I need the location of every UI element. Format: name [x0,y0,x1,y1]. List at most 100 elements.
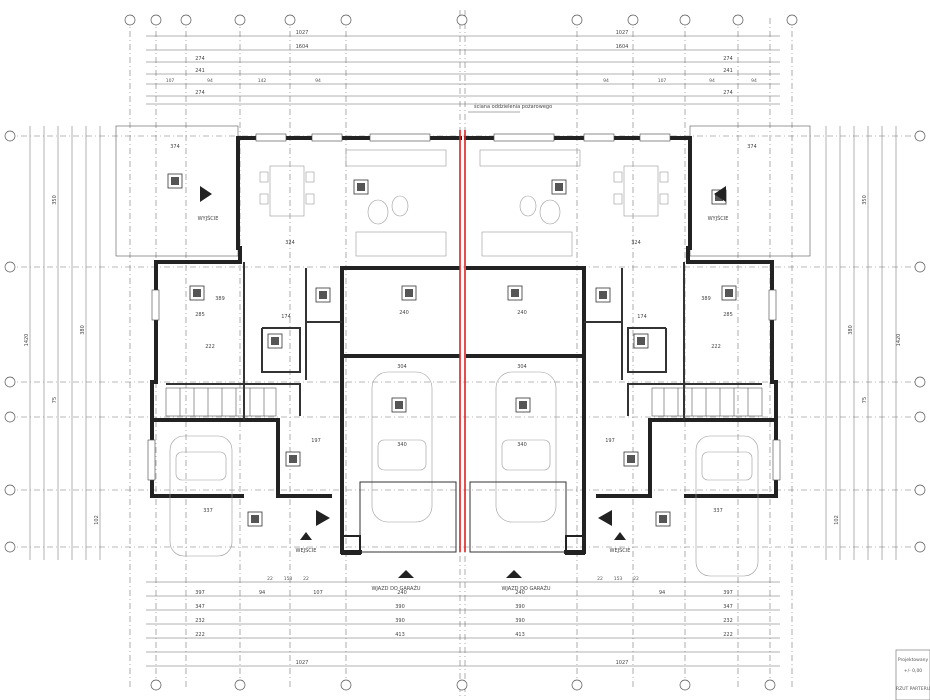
top-dim-3-left: 274 [195,56,205,62]
garage-doors [341,481,585,555]
entrance-left-label: WEJŚCIE [296,547,317,554]
entrance-right-label: WEJŚCIE [610,547,631,554]
top-dim-5-c: 142 [258,78,267,84]
bottom-dim-5-b: 413 [395,632,405,638]
top-dim-6-right: 274 [723,90,733,96]
room-tag-living-right [551,179,567,195]
top-dim-5-f: 107 [658,78,667,84]
bottom-dim-5-a: 222 [195,632,205,638]
room-tag-terrace-left [167,173,183,189]
room-tag-garage-left [391,397,407,413]
terraces: 374 374 [115,125,811,257]
top-dim-3-right: 274 [723,56,733,62]
bottom-dim-2-g: 397 [723,590,733,596]
bottom-dim-3-d: 347 [723,604,733,610]
title-stamp: Projektowany +/- 0,00 RZUT PARTERU [895,649,930,700]
bottom-dim-2-c: 107 [313,590,323,596]
top-dim-5-b: 94 [207,78,213,84]
room-tag-bath-left [401,285,417,301]
bottom-dim-3-c: 390 [515,604,525,610]
terrace-left-label: WYJŚCIE [198,215,219,222]
bottom-dim-1-d: 22 [597,576,603,582]
garage-right-w: 304 [517,364,527,370]
room-tag-entry-right [623,451,639,467]
top-dim-5-d: 94 [315,78,321,84]
entrance-right-arrow-icon [614,532,626,540]
wc-left-w: 174 [281,314,291,320]
top-dim-5-a: 107 [166,78,175,84]
top-dim-2-left: 1604 [296,44,309,50]
terrace-left-dim: 374 [170,144,180,150]
room-tag-carport-left [247,511,263,527]
bath-right-w: 240 [517,310,527,316]
top-dim-2-right: 1604 [616,44,629,50]
room-dimension-labels: 324 324 285 285 389 389 174 174 240 240 … [195,240,733,514]
bottom-dim-1-f: 22 [633,576,639,582]
room-tag-hall-left [189,285,205,301]
top-dim-1-right: 1027 [616,30,629,36]
room-tag-bath-right [507,285,523,301]
bottom-dim-4-d: 232 [723,618,733,624]
room-tag-carport-right [655,511,671,527]
wc-right-w: 174 [637,314,647,320]
entry-right-w: 197 [605,438,615,444]
left-dim-b: 350 [52,195,58,205]
left-dim-d: 380 [80,325,86,335]
room-tag-wc-left [267,333,283,349]
side-entrance-right-arrow-icon [598,510,612,526]
room-tag-kitchen-left [315,287,331,303]
bottom-dim-6-left: 1027 [296,660,309,666]
terrace-left-arrow-icon [200,186,212,202]
top-dim-6-left: 274 [195,90,205,96]
right-dim-b: 350 [862,195,868,205]
room-tag-hall-right [721,285,737,301]
stairs [165,387,763,417]
garage-left-w: 304 [397,364,407,370]
garage-right-len: 340 [517,442,527,448]
bottom-dim-2-a: 397 [195,590,205,596]
bottom-dim-4-a: 232 [195,618,205,624]
bottom-dim-1-c: 22 [303,576,309,582]
furniture-left [169,149,447,557]
carport-left-w: 337 [203,508,213,514]
top-dim-4-right: 241 [723,68,733,74]
right-dim-a: 1420 [896,334,902,347]
living-left-w: 324 [285,240,295,246]
room-tag-wc-right [633,333,649,349]
garage-right-arrow-icon [506,570,522,578]
hall-right-w: 285 [723,312,733,318]
top-dimension-lines: 1027 1027 1604 1604 274 274 241 241 107 … [146,30,780,105]
right-dimension-chain: 1420 350 75 380 102 [825,126,902,560]
terrace-right-arrow-icon [714,186,726,202]
bottom-dim-6-right: 1027 [616,660,629,666]
entrance-markers: WYJŚCIE WYJŚCIE WEJŚCIE WEJŚCIE WJAZD DO… [198,186,728,592]
right-unit-walls [464,136,778,554]
bottom-dim-1-b: 153 [284,576,293,582]
bottom-dim-3-b: 390 [395,604,405,610]
right-dim-e: 102 [834,515,840,525]
top-dim-4-left: 241 [195,68,205,74]
horizontal-grid-axes [4,130,926,553]
left-dim-a: 1420 [24,334,30,347]
bottom-dim-4-c: 390 [515,618,525,624]
garage-left-len: 340 [397,442,407,448]
living-right-w: 324 [631,240,641,246]
garage-left-label: WJAZD DO GARAŻU [371,585,420,592]
side-entrance-left-arrow-icon [316,510,330,526]
fire-separation-wall: ściana oddzielenia pożarowego [459,103,552,552]
right-dim-c: 75 [862,397,868,403]
hall-left-w: 285 [195,312,205,318]
stair-left-w: 222 [205,344,215,350]
furniture-right [479,149,759,577]
bottom-dim-2-f: 94 [659,590,665,596]
bottom-dim-1-a: 22 [267,576,273,582]
fire-wall-note: ściana oddzielenia pożarowego [474,103,552,110]
stamp-line-1: Projektowany [898,657,929,663]
left-dim-c: 75 [52,397,58,403]
top-dim-5-g: 94 [709,78,715,84]
right-dim-d: 380 [848,325,854,335]
windows [147,133,781,481]
kitchen-left-w: 389 [215,296,225,302]
stair-right-w: 222 [711,344,721,350]
